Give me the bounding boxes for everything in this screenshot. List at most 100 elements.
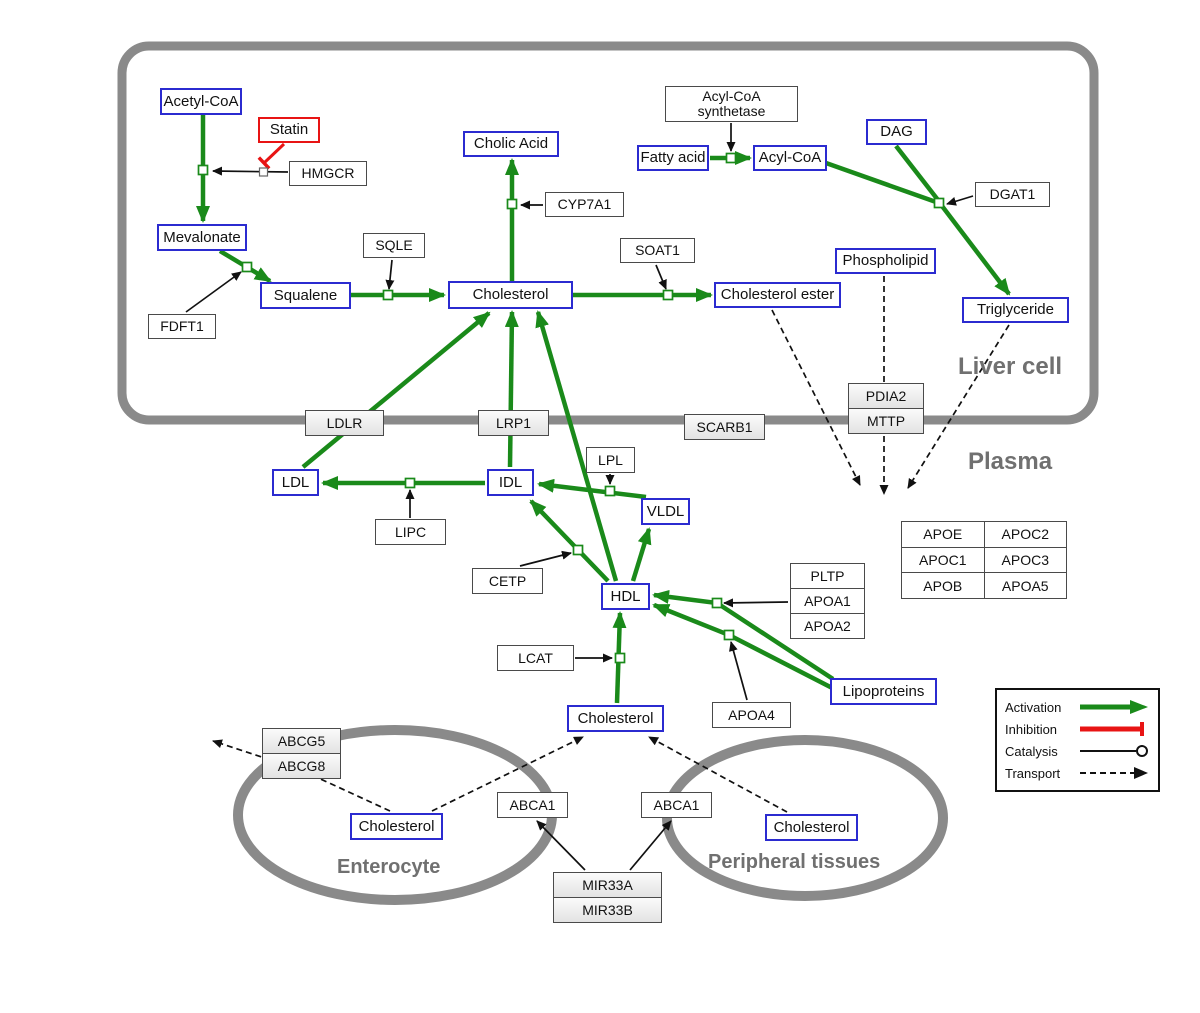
- node-dag[interactable]: DAG: [866, 119, 927, 145]
- node-apoa2[interactable]: APOA2: [790, 613, 865, 639]
- peripheral-tissues-membrane: [662, 735, 948, 901]
- node-pltp[interactable]: PLTP: [790, 563, 865, 589]
- edge-soat1-catalysis: [655, 264, 667, 290]
- legend-row-transport: Transport: [1005, 762, 1150, 784]
- node-mir33a-mir33b: MIR33A MIR33B: [553, 872, 662, 923]
- liver-cell-label: Liver cell: [958, 353, 1063, 380]
- node-apoc3[interactable]: APOC3: [983, 546, 1067, 574]
- edge-idl-cholesterol: [504, 310, 519, 468]
- edge-pltp-apoa1-apoa2-catalysis: [723, 598, 789, 608]
- edge-enterocyte-cholesterol-plasma: [431, 736, 584, 812]
- edge-hdl-vldl: [630, 527, 652, 582]
- node-apob[interactable]: APOB: [901, 572, 985, 599]
- node-acetyl-coa[interactable]: Acetyl-CoA: [160, 88, 242, 115]
- apolipoprotein-table: APOE APOC2 APOC1 APOC3 APOB APOA5: [901, 521, 1067, 599]
- node-apoc1[interactable]: APOC1: [901, 546, 985, 574]
- node-mir33b[interactable]: MIR33B: [553, 897, 662, 923]
- node-soat1[interactable]: SOAT1: [620, 238, 695, 263]
- node-sqle[interactable]: SQLE: [363, 233, 425, 258]
- edge-sqle-catalysis: [385, 259, 395, 290]
- legend-row-inhibition: Inhibition: [1005, 718, 1150, 740]
- acyl-coa-synthetase-line1: Acyl-CoA: [702, 88, 761, 105]
- legend-inhibition-label: Inhibition: [1005, 721, 1058, 737]
- edge-triglyceride-transport: [907, 324, 1010, 489]
- catalysis-edges: [185, 123, 974, 871]
- node-abcg5[interactable]: ABCG5: [262, 728, 341, 754]
- activation-arrow-icon: [1080, 700, 1148, 714]
- node-lpl[interactable]: LPL: [586, 447, 635, 473]
- node-pdia2[interactable]: PDIA2: [848, 383, 924, 409]
- hmgcr-reaction-node: [258, 167, 269, 177]
- node-acyl-coa-synthetase[interactable]: Acyl-CoA synthetase: [665, 86, 798, 122]
- peripheral-tissues-label: Peripheral tissues: [708, 851, 881, 873]
- node-apoa4[interactable]: APOA4: [712, 702, 791, 728]
- transport-edges: [212, 276, 1010, 813]
- node-mir33a[interactable]: MIR33A: [553, 872, 662, 898]
- node-mevalonate[interactable]: Mevalonate: [157, 224, 247, 251]
- catalysis-circle-icon: [1080, 745, 1148, 757]
- node-lipoproteins[interactable]: Lipoproteins: [830, 678, 937, 705]
- node-cyp7a1[interactable]: CYP7A1: [545, 192, 624, 217]
- node-fatty-acid[interactable]: Fatty acid: [637, 145, 709, 171]
- node-idl[interactable]: IDL: [487, 469, 534, 496]
- node-apoa5[interactable]: APOA5: [983, 572, 1067, 599]
- node-vldl[interactable]: VLDL: [641, 498, 690, 525]
- legend: Activation Inhibition Catalysis Transpor…: [995, 688, 1160, 792]
- node-triglyceride[interactable]: Triglyceride: [962, 297, 1069, 323]
- node-squalene[interactable]: Squalene: [260, 282, 351, 309]
- node-lcat[interactable]: LCAT: [497, 645, 574, 671]
- node-lrp1[interactable]: LRP1: [478, 410, 549, 436]
- edge-enterocyte-cholesterol-excretion: [212, 739, 391, 812]
- edge-hdl-cholesterol: [535, 310, 619, 582]
- reaction-nodes: [197, 152, 945, 664]
- legend-catalysis-label: Catalysis: [1005, 743, 1058, 759]
- enterocyte-label: Enterocyte: [337, 856, 441, 878]
- node-apoe[interactable]: APOE: [901, 521, 985, 548]
- acyl-coa-synthetase-line2: synthetase: [697, 103, 766, 119]
- node-abca1-left[interactable]: ABCA1: [497, 792, 568, 818]
- edge-mir33-abca1-left: [536, 820, 586, 871]
- node-pltp-apoa1-apoa2: PLTP APOA1 APOA2: [790, 563, 865, 639]
- node-cholesterol-enterocyte[interactable]: Cholesterol: [350, 813, 443, 840]
- node-apoc2[interactable]: APOC2: [983, 521, 1067, 548]
- edge-dag-junction: [894, 144, 940, 202]
- node-cholesterol-plasma[interactable]: Cholesterol: [567, 705, 664, 732]
- liver-cell-membrane: [117, 41, 1099, 425]
- node-statin[interactable]: Statin: [258, 117, 320, 143]
- legend-row-catalysis: Catalysis: [1005, 740, 1150, 762]
- node-hmgcr[interactable]: HMGCR: [289, 161, 367, 186]
- node-cholic-acid[interactable]: Cholic Acid: [463, 131, 559, 157]
- node-pdia2-mttp: PDIA2 MTTP: [848, 383, 924, 434]
- edge-hmgcr-catalysis: [212, 166, 289, 176]
- edge-apoa4-catalysis: [729, 641, 748, 701]
- node-ldl[interactable]: LDL: [272, 469, 319, 496]
- node-abcg5-abcg8: ABCG5 ABCG8: [262, 728, 341, 779]
- node-ldlr[interactable]: LDLR: [305, 410, 384, 436]
- edge-cetp-catalysis: [519, 550, 572, 567]
- node-acyl-coa[interactable]: Acyl-CoA: [753, 145, 827, 171]
- node-phospholipid[interactable]: Phospholipid: [835, 248, 936, 274]
- edge-dgat1-catalysis: [946, 195, 974, 206]
- edge-hdl-idl: [529, 499, 610, 583]
- node-scarb1[interactable]: SCARB1: [684, 414, 765, 440]
- node-cetp[interactable]: CETP: [472, 568, 543, 594]
- edge-statin-inhibits-hmgcr: [257, 142, 286, 170]
- node-hdl[interactable]: HDL: [601, 583, 650, 610]
- node-dgat1[interactable]: DGAT1: [975, 182, 1050, 207]
- node-cholesterol-peripheral[interactable]: Cholesterol: [765, 814, 858, 841]
- node-abca1-right[interactable]: ABCA1: [641, 792, 712, 818]
- edge-mir33-abca1-right: [629, 820, 672, 871]
- node-mttp[interactable]: MTTP: [848, 408, 924, 434]
- transport-dashed-arrow-icon: [1080, 767, 1148, 779]
- legend-row-activation: Activation: [1005, 696, 1150, 718]
- node-cholesterol-ester[interactable]: Cholesterol ester: [714, 282, 841, 308]
- edge-acylcoa-junction: [825, 160, 937, 205]
- node-abcg8[interactable]: ABCG8: [262, 753, 341, 779]
- edge-junction-triglyceride: [940, 204, 1011, 296]
- node-apoa1[interactable]: APOA1: [790, 588, 865, 614]
- node-lipc[interactable]: LIPC: [375, 519, 446, 545]
- node-fdft1[interactable]: FDFT1: [148, 314, 216, 339]
- node-cholesterol-liver[interactable]: Cholesterol: [448, 281, 573, 309]
